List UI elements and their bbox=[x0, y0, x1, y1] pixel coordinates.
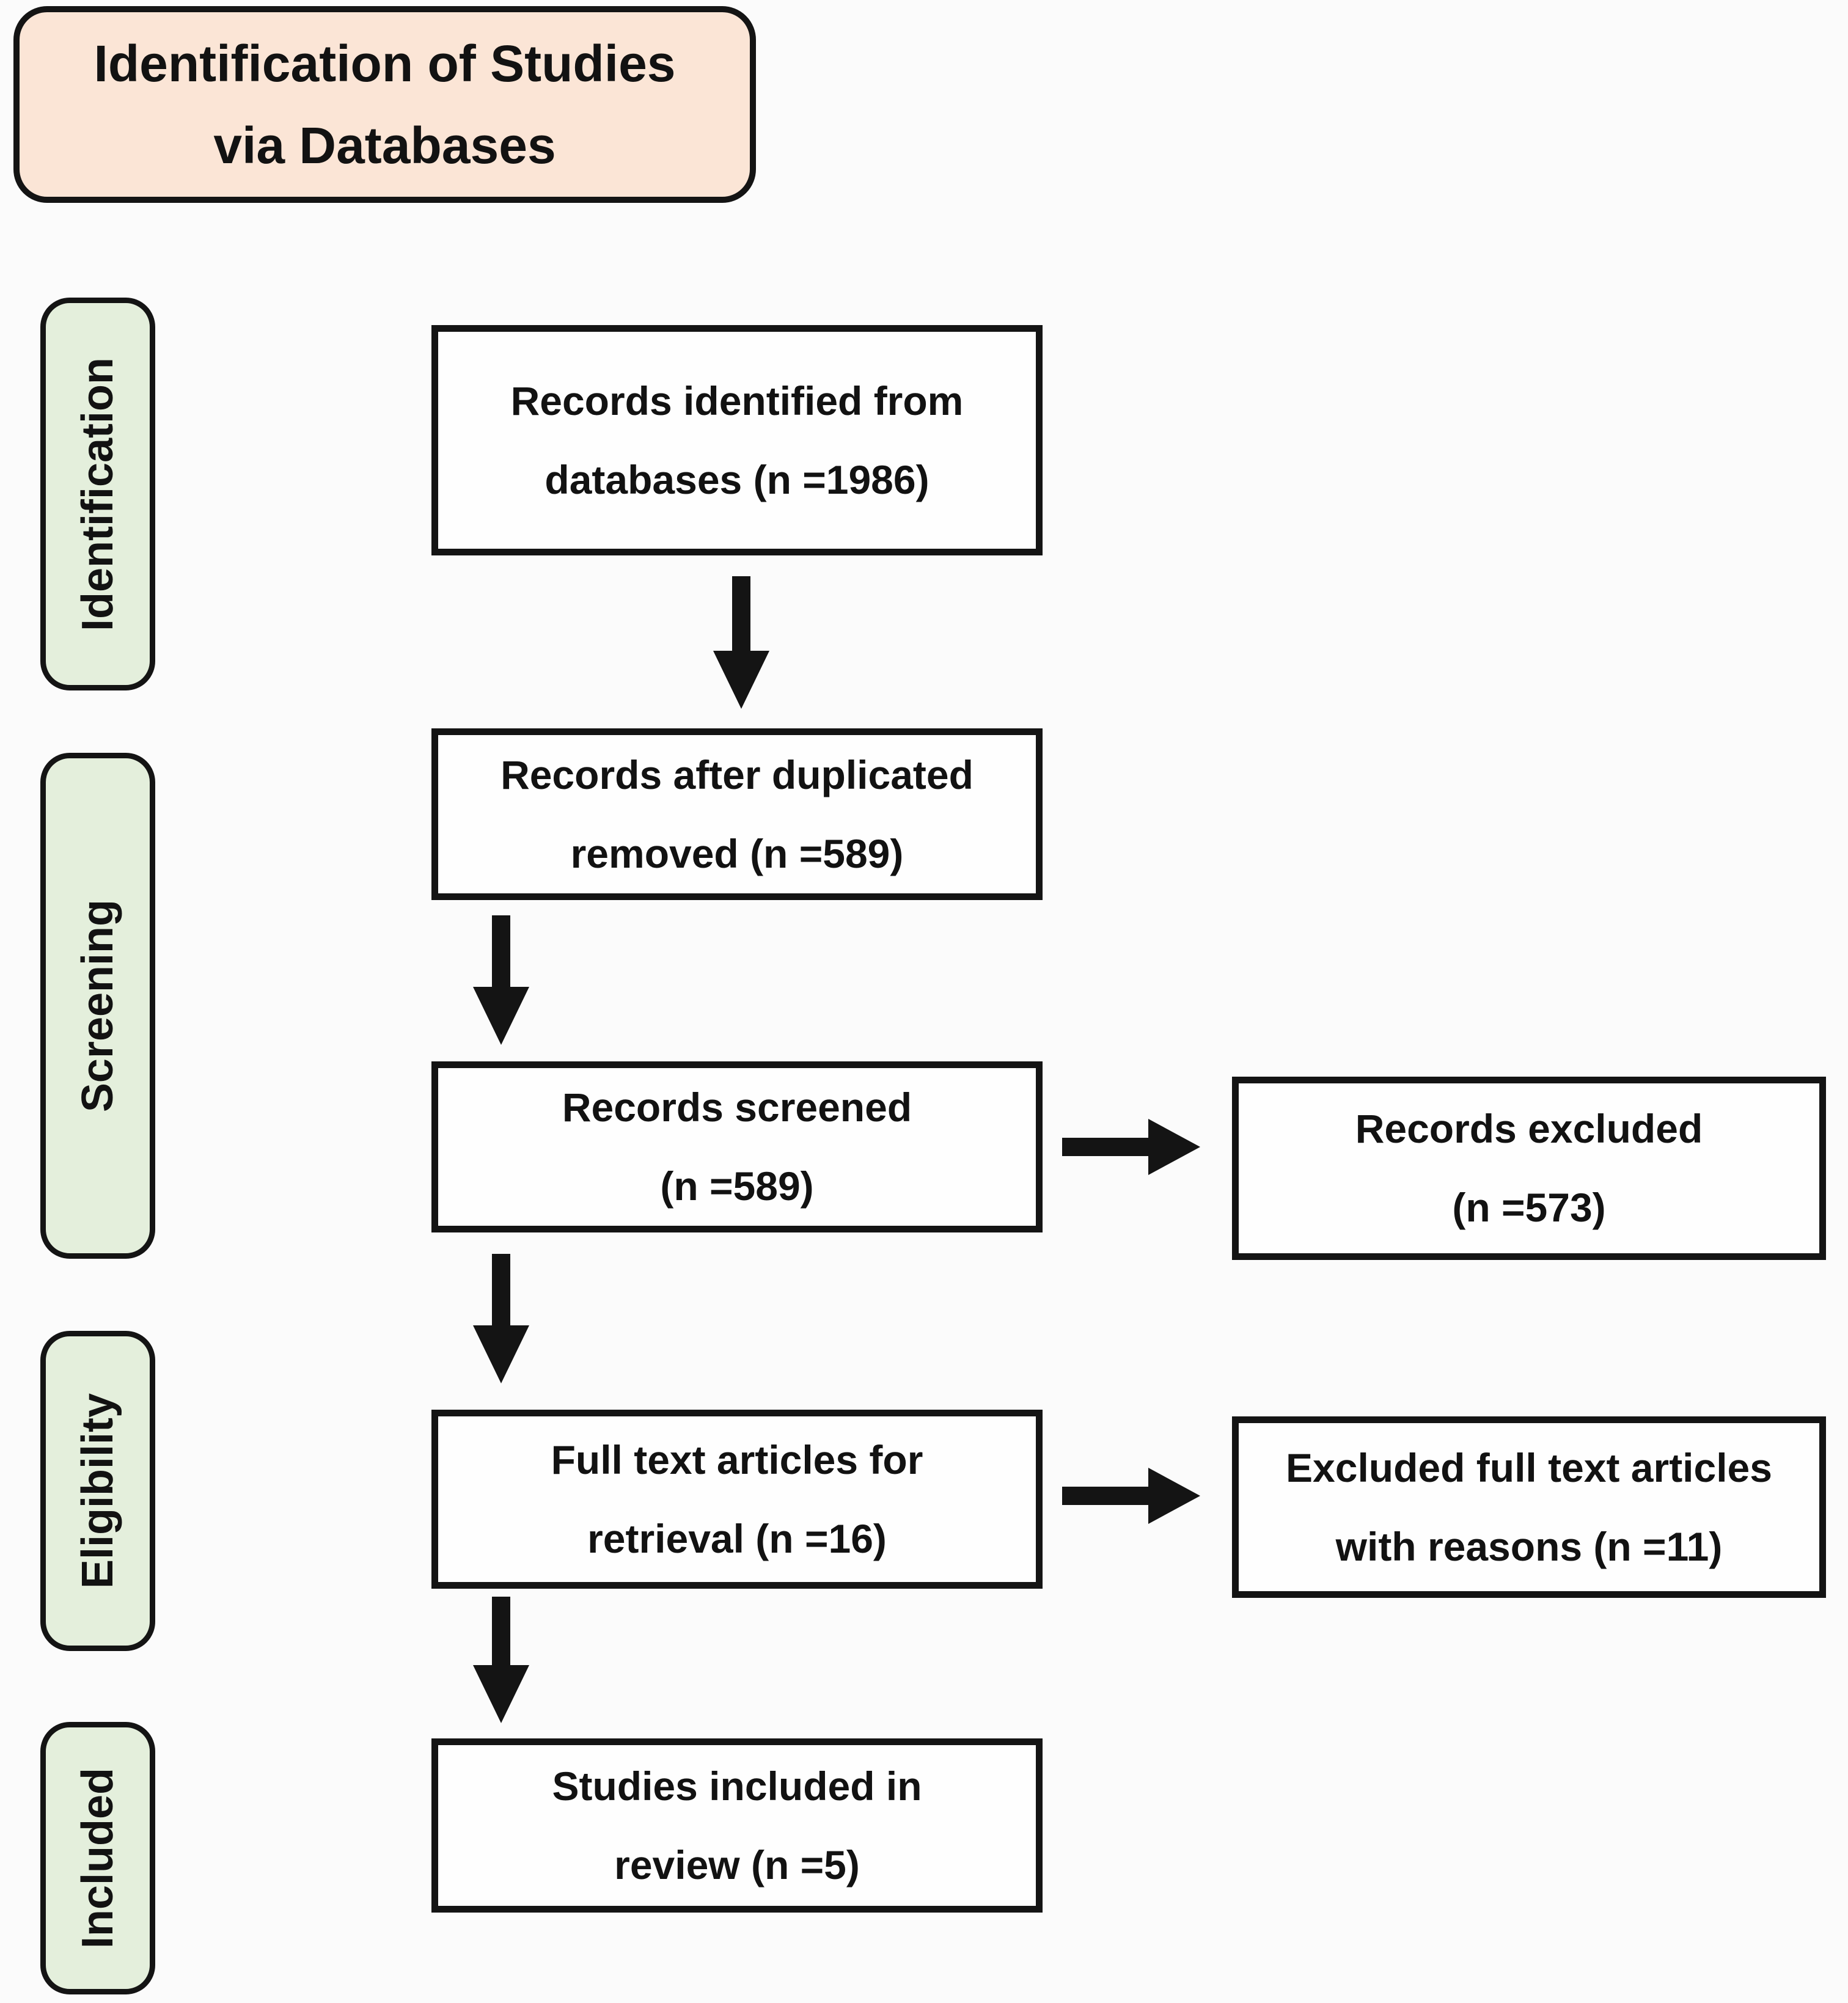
box-records-excluded-line2: (n =573) bbox=[1452, 1185, 1606, 1230]
arrow-head-down-icon bbox=[473, 1325, 529, 1383]
arrow-fulltext-to-included bbox=[473, 1597, 529, 1723]
box-excluded-fulltext-articles: Excluded full text articles with reasons… bbox=[1232, 1416, 1826, 1598]
stage-label-identification: Identification bbox=[40, 298, 155, 690]
arrow-shaft bbox=[1062, 1487, 1148, 1505]
box-records-excluded: Records excluded (n =573) bbox=[1232, 1077, 1826, 1260]
arrow-shaft bbox=[1062, 1138, 1148, 1156]
box-fulltext-retrieval-line2: retrieval (n =16) bbox=[587, 1515, 887, 1561]
stage-label-eligibility: Eligibility bbox=[40, 1331, 155, 1651]
arrow-duplicates-to-screened bbox=[473, 915, 529, 1045]
box-records-after-duplicates-removed-line1: Records after duplicated bbox=[501, 752, 974, 797]
box-records-identified: Records identified from databases (n =19… bbox=[431, 325, 1043, 555]
box-records-screened-line1: Records screened bbox=[562, 1085, 912, 1130]
arrow-identified-to-duplicates bbox=[713, 576, 769, 709]
diagram-title-line2: via Databases bbox=[213, 117, 556, 174]
diagram-title-line1: Identification of Studies bbox=[94, 34, 676, 92]
stage-label-included-text: Included bbox=[73, 1767, 122, 1949]
box-studies-included-line2: review (n =5) bbox=[614, 1842, 860, 1888]
arrow-shaft bbox=[492, 915, 510, 987]
arrow-shaft bbox=[492, 1597, 510, 1665]
arrow-head-down-icon bbox=[473, 1665, 529, 1723]
box-excluded-fulltext-articles-line2: with reasons (n =11) bbox=[1335, 1523, 1723, 1569]
arrow-head-right-icon bbox=[1148, 1119, 1200, 1175]
box-fulltext-retrieval: Full text articles for retrieval (n =16) bbox=[431, 1410, 1043, 1589]
box-records-excluded-line1: Records excluded bbox=[1355, 1106, 1703, 1152]
arrow-fulltext-to-excluded-fulltext bbox=[1062, 1468, 1200, 1524]
arrow-screened-to-fulltext bbox=[473, 1254, 529, 1383]
stage-label-included: Included bbox=[40, 1722, 155, 1994]
box-records-identified-line2: databases (n =1986) bbox=[544, 456, 930, 502]
stage-label-identification-text: Identification bbox=[73, 357, 122, 631]
box-studies-included: Studies included in review (n =5) bbox=[431, 1738, 1043, 1913]
stage-label-screening-text: Screening bbox=[73, 899, 122, 1113]
arrow-head-right-icon bbox=[1148, 1468, 1200, 1524]
arrow-shaft bbox=[732, 576, 750, 651]
box-fulltext-retrieval-line1: Full text articles for bbox=[551, 1437, 923, 1482]
box-records-after-duplicates-removed-line2: removed (n =589) bbox=[570, 830, 904, 876]
stage-label-eligibility-text: Eligibility bbox=[73, 1393, 122, 1589]
arrow-shaft bbox=[492, 1254, 510, 1325]
stage-label-screening: Screening bbox=[40, 753, 155, 1259]
box-records-screened: Records screened (n =589) bbox=[431, 1061, 1043, 1232]
box-records-after-duplicates-removed: Records after duplicated removed (n =589… bbox=[431, 728, 1043, 900]
box-excluded-fulltext-articles-line1: Excluded full text articles bbox=[1286, 1445, 1772, 1490]
arrow-head-down-icon bbox=[473, 987, 529, 1045]
box-studies-included-line1: Studies included in bbox=[552, 1763, 922, 1809]
box-records-identified-line1: Records identified from bbox=[510, 378, 964, 423]
box-records-screened-line2: (n =589) bbox=[660, 1163, 814, 1209]
diagram-title: Identification of Studies via Databases bbox=[13, 6, 756, 203]
arrow-head-down-icon bbox=[713, 651, 769, 709]
arrow-screened-to-excluded bbox=[1062, 1119, 1200, 1175]
